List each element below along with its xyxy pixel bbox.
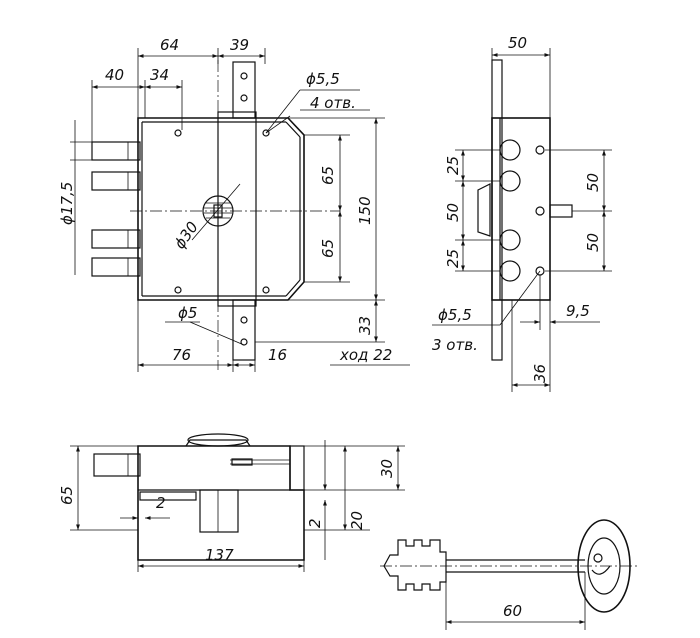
dim-34: 34 <box>150 66 169 84</box>
top-dim-2-right: 2 <box>306 518 324 528</box>
side-dim-9-5: 9,5 <box>566 302 590 320</box>
front-hole-count: 4 отв. <box>310 94 356 112</box>
dim-phi5: ϕ5 <box>178 304 197 322</box>
front-view: 64 39 40 34 ϕ5,5 4 отв. ϕ17,5 ϕ30 65 65 <box>58 36 410 372</box>
lock-body-outline <box>137 117 305 301</box>
top-dim-65: 65 <box>58 486 76 505</box>
front-hole-diameter: ϕ5,5 <box>306 70 340 88</box>
side-dim-50-mid: 50 <box>444 203 462 222</box>
dim-40: 40 <box>105 66 124 84</box>
top-dim-20: 20 <box>348 511 366 530</box>
side-view: 50 25 50 25 50 50 ϕ5,5 3 отв. 9,5 <box>432 34 612 392</box>
dim-65-upper: 65 <box>319 166 337 185</box>
key-bit <box>383 539 447 591</box>
side-dim-36: 36 <box>531 364 549 383</box>
dim-76: 76 <box>172 346 191 364</box>
top-dim-2-left: 2 <box>156 494 166 512</box>
front-screw-holes <box>174 129 270 294</box>
dim-65-lower: 65 <box>319 239 337 258</box>
top-dim-137: 137 <box>205 546 234 564</box>
side-dim-50-right-lower: 50 <box>584 233 602 252</box>
dim-64: 64 <box>160 36 179 54</box>
dim-39: 39 <box>230 36 249 54</box>
side-hole-count: 3 отв. <box>432 336 478 354</box>
side-bolt-circles <box>499 139 521 282</box>
top-view: 65 2 137 30 2 20 <box>58 433 405 572</box>
key-dim-60: 60 <box>503 602 522 620</box>
dim-33: 33 <box>356 316 374 335</box>
top-dim-30: 30 <box>378 459 396 478</box>
side-dim-25-upper: 25 <box>444 156 462 175</box>
side-dim-50-right-upper: 50 <box>584 173 602 192</box>
side-dim-50-top: 50 <box>508 34 527 52</box>
dim-16: 16 <box>268 346 287 364</box>
key-view: 60 <box>380 519 640 630</box>
dim-bolt-diameter: ϕ17,5 <box>58 182 76 225</box>
lock-bolts <box>91 141 141 277</box>
bottom-mounting-tab <box>232 299 256 361</box>
dim-150: 150 <box>356 196 374 225</box>
side-dim-25-lower: 25 <box>444 249 462 268</box>
dim-cylinder-diameter: ϕ30 <box>171 218 202 252</box>
dim-travel: ход 22 <box>339 346 392 364</box>
top-mounting-tab <box>232 61 256 119</box>
side-hole-diameter: ϕ5,5 <box>438 306 472 324</box>
